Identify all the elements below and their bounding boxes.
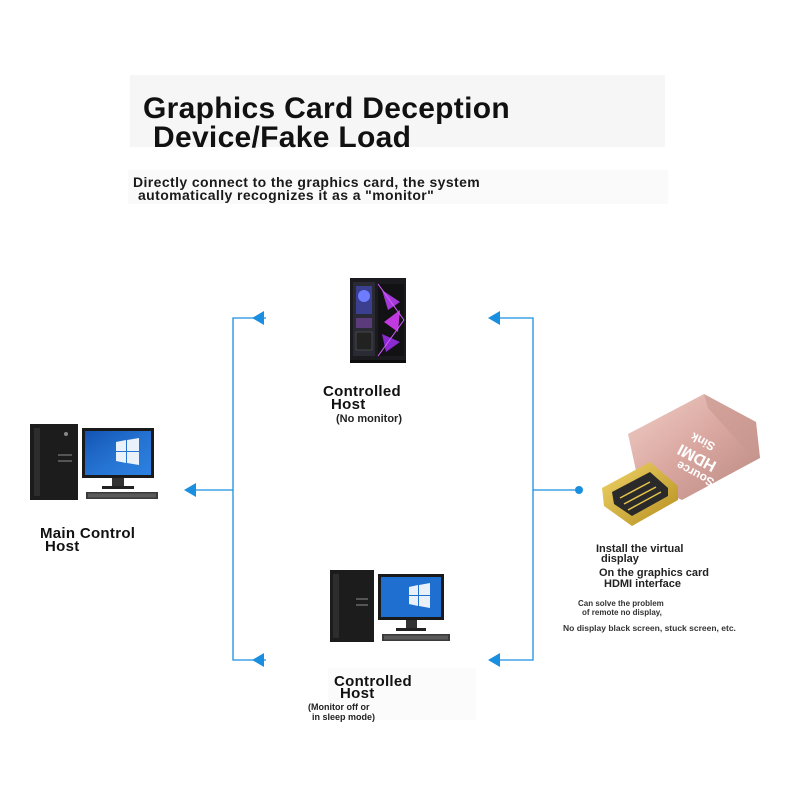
- controlled-host-bottom-note-line1: (Monitor off or: [308, 702, 370, 712]
- page-title-line2: Device/Fake Load: [153, 121, 412, 154]
- device-line3: On the graphics card: [599, 567, 710, 579]
- device-small-line3: No display black screen, stuck screen, e…: [563, 623, 736, 633]
- device-small-line1: Can solve the problem: [578, 599, 664, 608]
- controlled-bottom-label-band: [328, 668, 476, 720]
- device-line4: HDMI interface: [604, 578, 682, 590]
- device-line1: Install the virtual: [596, 543, 684, 555]
- device-small-line2: of remote no display,: [582, 608, 662, 617]
- controlled-host-top-line2: Host: [331, 396, 366, 413]
- gaming-pc-tower-icon: [350, 278, 406, 363]
- controlled-host-top-note: (No monitor): [336, 413, 402, 425]
- controlled-host-bottom-note-line2: in sleep mode): [312, 712, 376, 722]
- device-line2: display: [601, 553, 639, 565]
- subtitle-line1: Directly connect to the graphics card, t…: [133, 174, 481, 190]
- hdmi-dummy-plug-icon: Source HDMI Sink: [602, 394, 760, 526]
- controlled-host-bottom-line1: Controlled: [334, 673, 412, 690]
- controlled-host-bottom-desktop-icon: [330, 570, 450, 642]
- subtitle-line2: automatically recognizes it as a "monito…: [138, 187, 435, 203]
- subtitle-band: [128, 170, 668, 204]
- page-title-line1: Graphics Card Deception: [143, 92, 510, 125]
- controlled-host-top-line1: Controlled: [323, 383, 401, 400]
- arrow-left-bottom: [252, 653, 264, 667]
- arrow-main-host: [184, 483, 196, 497]
- device-connector-dot: [575, 486, 583, 494]
- arrow-right-top: [488, 311, 500, 325]
- right-connector-line: [498, 317, 534, 661]
- arrow-left-top: [252, 311, 264, 325]
- arrow-right-bottom: [488, 653, 500, 667]
- controlled-host-bottom-line2: Host: [340, 685, 375, 702]
- header-band: [130, 75, 665, 147]
- main-host-desktop-icon: [30, 424, 158, 500]
- main-host-line1: Main Control: [40, 525, 136, 542]
- left-connector-line: [232, 317, 266, 661]
- main-host-line2: Host: [45, 538, 80, 555]
